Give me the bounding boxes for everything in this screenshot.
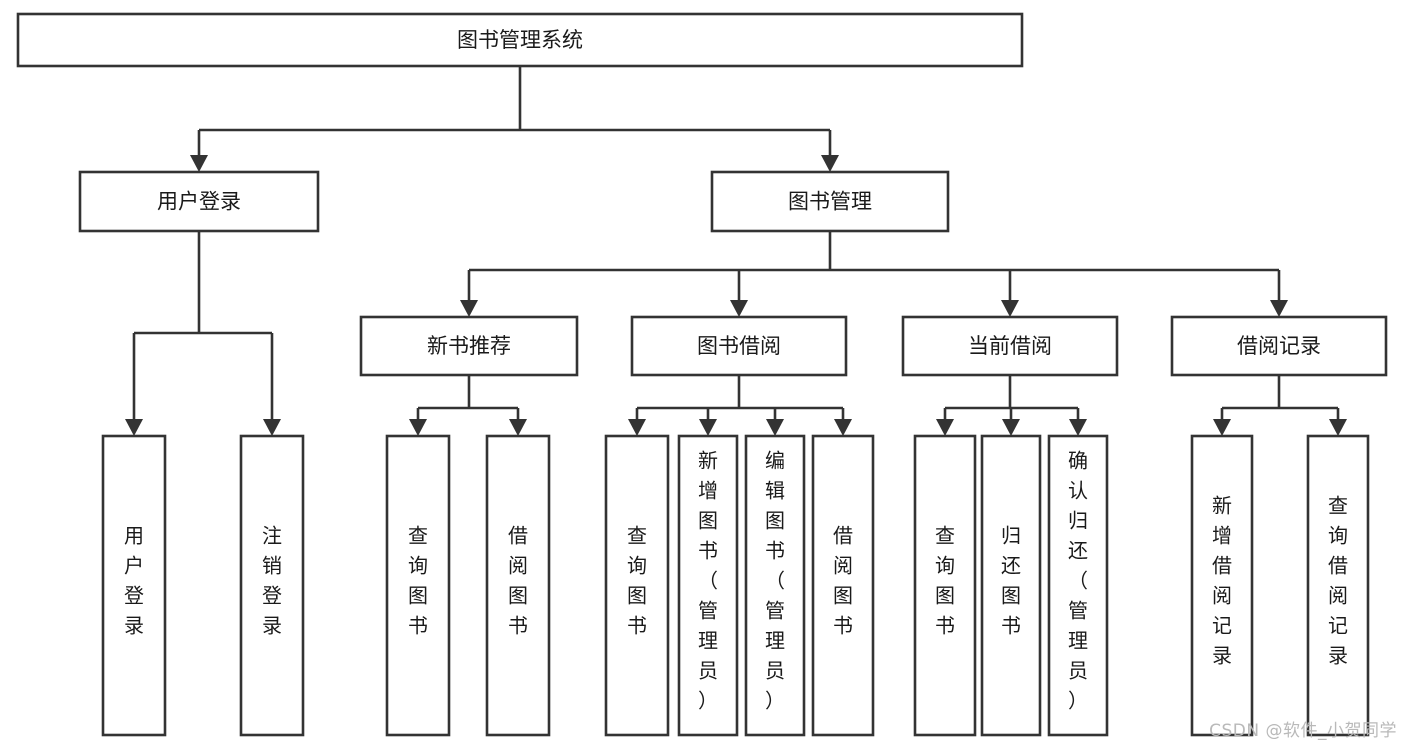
- node-borrow-record[interactable]: 借阅记录: [1170, 315, 1388, 377]
- node-current-return-book[interactable]: 归还图书: [980, 434, 1042, 737]
- node-current-borrow[interactable]: 当前借阅: [901, 315, 1119, 377]
- node-user-login-signin[interactable]: 用户登录: [101, 434, 167, 737]
- arrow-user-login-signin-head: [125, 419, 143, 436]
- node-box-book-borrow: [630, 315, 848, 377]
- arrow-new-book-borrow-head: [509, 419, 527, 436]
- node-label-current-query-book: 查询图书: [935, 524, 955, 638]
- node-user-login-signout[interactable]: 注销登录: [239, 434, 305, 737]
- node-box-user-login: [78, 170, 320, 233]
- node-new-book-query[interactable]: 查询图书: [385, 434, 451, 737]
- node-box-root: [16, 12, 1024, 68]
- nodes-layer: 图书管理系统用户登录用户登录注销登录图书管理新书推荐查询图书借阅图书图书借阅查询…: [16, 12, 1388, 737]
- node-book-manage[interactable]: 图书管理: [710, 170, 950, 233]
- node-label-user-login-signin: 用户登录: [124, 524, 144, 638]
- arrow-borrow-add-book-head: [699, 419, 717, 436]
- node-book-borrow[interactable]: 图书借阅: [630, 315, 848, 377]
- node-label-borrow-query-book: 查询图书: [627, 524, 647, 638]
- node-borrow-query-book[interactable]: 查询图书: [604, 434, 670, 737]
- node-label-borrow-edit-book: 编辑图书（管理员）: [765, 449, 785, 713]
- node-box-book-manage: [710, 170, 950, 233]
- arrow-borrow-query-book-head: [628, 419, 646, 436]
- node-label-record-query: 查询借阅记录: [1328, 494, 1348, 668]
- node-box-new-book-query: [385, 434, 451, 737]
- node-record-query[interactable]: 查询借阅记录: [1306, 434, 1370, 737]
- node-box-new-book-recommend: [359, 315, 579, 377]
- arrow-record-add-head: [1213, 419, 1231, 436]
- arrow-current-return-book-head: [1002, 419, 1020, 436]
- arrow-user-login-head: [190, 155, 208, 172]
- node-label-current-confirm-return: 确认归还（管理员）: [1068, 449, 1088, 713]
- arrow-record-query-head: [1329, 419, 1347, 436]
- node-box-borrow-add-book: [677, 434, 739, 737]
- node-root[interactable]: 图书管理系统: [16, 12, 1024, 68]
- node-label-new-book-borrow: 借阅图书: [508, 524, 528, 638]
- node-box-current-return-book: [980, 434, 1042, 737]
- node-box-borrow-record: [1170, 315, 1388, 377]
- connectors-layer: [125, 66, 1347, 436]
- node-box-user-login-signin: [101, 434, 167, 737]
- node-box-current-confirm-return: [1047, 434, 1109, 737]
- node-label-book-borrow: 图书借阅: [697, 334, 781, 358]
- arrow-borrow-edit-book-head: [766, 419, 784, 436]
- node-borrow-borrow-book[interactable]: 借阅图书: [811, 434, 875, 737]
- node-label-new-book-recommend: 新书推荐: [427, 334, 511, 358]
- node-box-borrow-borrow-book: [811, 434, 875, 737]
- node-label-record-add: 新增借阅记录: [1212, 494, 1232, 668]
- node-label-current-return-book: 归还图书: [1001, 524, 1021, 638]
- arrow-borrow-record-head: [1270, 300, 1288, 317]
- node-label-borrow-add-book: 新增图书（管理员）: [698, 449, 718, 713]
- node-label-current-borrow: 当前借阅: [968, 334, 1052, 358]
- arrow-book-borrow-head: [730, 300, 748, 317]
- node-box-borrow-query-book: [604, 434, 670, 737]
- node-new-book-borrow[interactable]: 借阅图书: [485, 434, 551, 737]
- node-new-book-recommend[interactable]: 新书推荐: [359, 315, 579, 377]
- arrow-new-book-recommend-head: [460, 300, 478, 317]
- arrow-current-query-book-head: [936, 419, 954, 436]
- arrow-new-book-query-head: [409, 419, 427, 436]
- node-box-borrow-edit-book: [744, 434, 806, 737]
- node-current-query-book[interactable]: 查询图书: [913, 434, 977, 737]
- node-label-new-book-query: 查询图书: [408, 524, 428, 638]
- node-label-user-login-signout: 注销登录: [262, 524, 282, 638]
- node-label-borrow-record: 借阅记录: [1237, 334, 1321, 358]
- node-borrow-add-book[interactable]: 新增图书（管理员）: [677, 434, 739, 737]
- node-current-confirm-return[interactable]: 确认归还（管理员）: [1047, 434, 1109, 737]
- node-borrow-edit-book[interactable]: 编辑图书（管理员）: [744, 434, 806, 737]
- node-label-book-manage: 图书管理: [788, 190, 872, 214]
- node-label-borrow-borrow-book: 借阅图书: [833, 524, 853, 638]
- node-box-new-book-borrow: [485, 434, 551, 737]
- arrow-book-manage-head: [821, 155, 839, 172]
- node-box-current-query-book: [913, 434, 977, 737]
- csdn-watermark: CSDN @软件_小贺同学: [1209, 721, 1397, 741]
- arrow-current-borrow-head: [1001, 300, 1019, 317]
- node-box-record-add: [1190, 434, 1254, 737]
- node-label-root: 图书管理系统: [457, 28, 583, 52]
- node-label-user-login: 用户登录: [157, 190, 241, 214]
- arrow-user-login-signout-head: [263, 419, 281, 436]
- node-box-record-query: [1306, 434, 1370, 737]
- arrow-current-confirm-return-head: [1069, 419, 1087, 436]
- node-user-login[interactable]: 用户登录: [78, 170, 320, 233]
- arrow-borrow-borrow-book-head: [834, 419, 852, 436]
- node-box-user-login-signout: [239, 434, 305, 737]
- node-record-add[interactable]: 新增借阅记录: [1190, 434, 1254, 737]
- node-box-current-borrow: [901, 315, 1119, 377]
